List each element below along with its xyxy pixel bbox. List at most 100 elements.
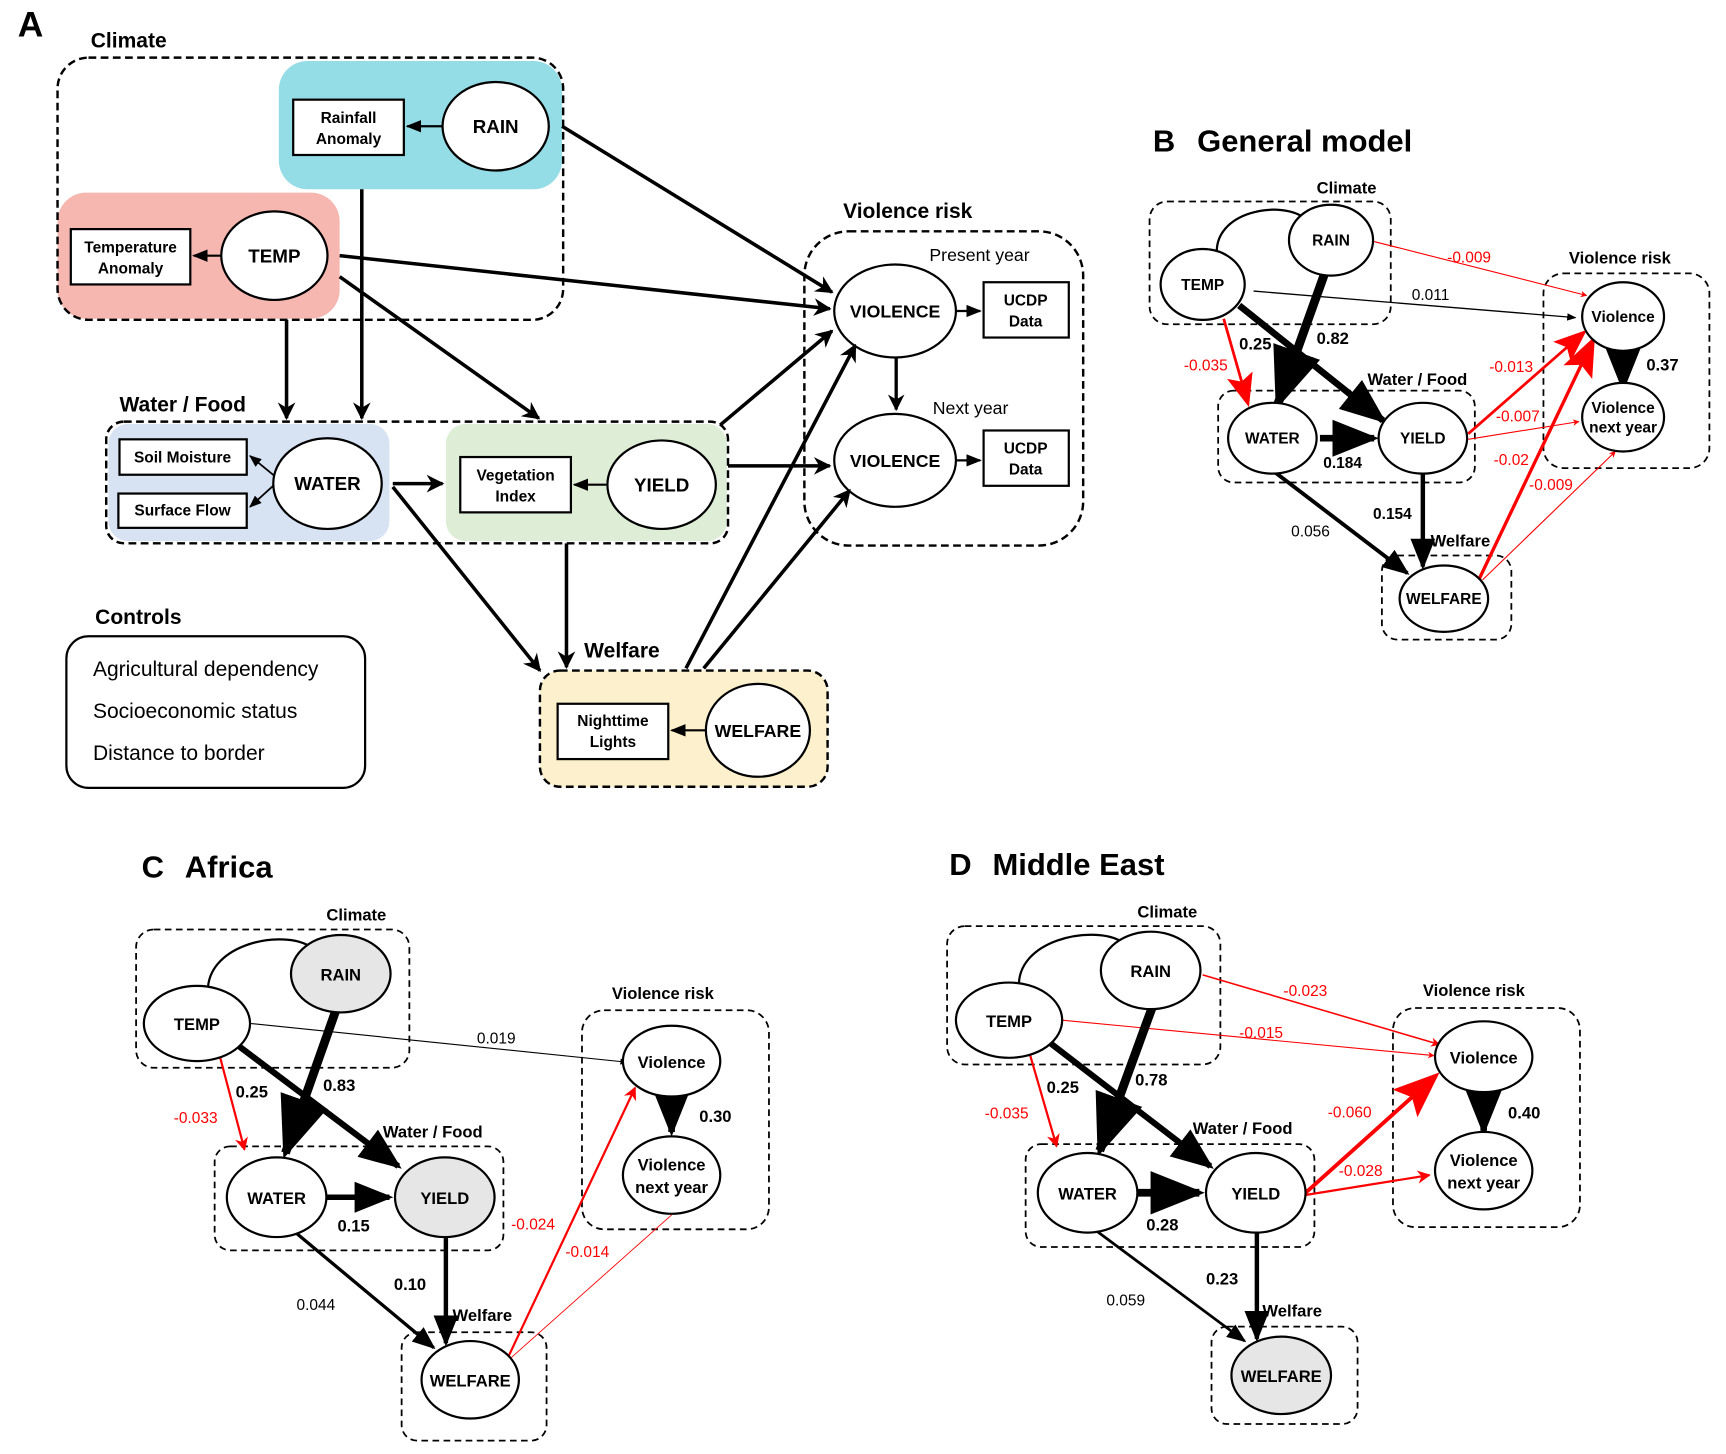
- d-coef-yield-violence: -0.060: [1328, 1105, 1372, 1122]
- c-coef-temp-yield: 0.25: [236, 1083, 268, 1102]
- c-welfare-box: [400, 1331, 548, 1442]
- b-rain-label: RAIN: [1312, 233, 1350, 250]
- c-yield-label: YIELD: [420, 1189, 469, 1208]
- c-edge-water-welfare: [293, 1230, 436, 1350]
- water-node: [272, 437, 383, 531]
- vegetation-index-indicator: [459, 455, 573, 514]
- b-edge-rain-violence: [1372, 240, 1588, 298]
- b-temp-rain-covariance: [1215, 208, 1307, 257]
- b-coef-violence-next: 0.37: [1646, 356, 1678, 375]
- ucdp-next-label-1: UCDP: [1004, 441, 1048, 458]
- c-edges: [217, 1004, 691, 1358]
- welfare-group-label: Welfare: [584, 639, 660, 662]
- d-violence-next-label-2: next year: [1447, 1173, 1520, 1192]
- d-climate-label: Climate: [1137, 902, 1197, 921]
- c-edge-temp-violence: [251, 1022, 629, 1065]
- control-item: Distance to border: [93, 742, 265, 765]
- panel-a: A Climate Rainfall Anomaly RAIN Temperat…: [18, 5, 1085, 789]
- c-water-food-label: Water / Food: [383, 1122, 483, 1141]
- violence-risk-group-label: Violence risk: [843, 200, 973, 223]
- b-climate-label: Climate: [1317, 179, 1377, 198]
- c-violence-next-node: [621, 1135, 722, 1215]
- water-to-soil-arrow: [249, 455, 275, 477]
- d-violence-next-label-1: Violence: [1450, 1151, 1518, 1170]
- panel-c-title: Africa: [185, 849, 274, 884]
- panel-a-edges: [277, 124, 857, 672]
- c-violence-next-label-1: Violence: [638, 1156, 706, 1175]
- b-coef-yield-violence-next: -0.007: [1496, 409, 1540, 426]
- b-water-node: [1227, 401, 1318, 475]
- panel-b-letter: B: [1153, 124, 1175, 159]
- panel-c: C Africa Climate Violence risk Water / F…: [135, 849, 770, 1442]
- water-node-label: WATER: [294, 473, 361, 494]
- c-water-node: [225, 1156, 328, 1239]
- c-rain-label: RAIN: [321, 965, 362, 984]
- nighttime-lights-label-2: Lights: [590, 734, 636, 751]
- d-temp-label: TEMP: [986, 1012, 1032, 1031]
- surface-flow-indicator: [117, 492, 248, 529]
- panel-a-letter: A: [18, 5, 44, 45]
- c-violence-node: [621, 1024, 722, 1098]
- b-temp-label: TEMP: [1181, 277, 1224, 294]
- c-welfare-node: [420, 1339, 521, 1420]
- b-edge-yield-violence-next: [1468, 419, 1580, 440]
- ucdp-present-label-1: UCDP: [1004, 292, 1048, 309]
- d-edge-rain-violence: [1202, 974, 1441, 1047]
- violence-next-node-label: VIOLENCE: [850, 451, 941, 471]
- b-violence-node: [1581, 281, 1666, 352]
- welfare-node-label: WELFARE: [715, 721, 802, 741]
- c-coef-violence-next: 0.30: [699, 1107, 731, 1126]
- present-year-label: Present year: [929, 245, 1029, 265]
- d-edge-rain-water: [1095, 1000, 1159, 1157]
- d-welfare-label-text: WELFARE: [1241, 1367, 1322, 1386]
- vegetation-index-label-1: Vegetation: [476, 467, 554, 484]
- b-edge-temp-violence: [1253, 290, 1577, 321]
- c-climate-label: Climate: [326, 906, 386, 925]
- d-edge-temp-water: [1027, 1050, 1060, 1148]
- c-coef-temp-water: -0.033: [174, 1110, 218, 1127]
- soil-moisture-indicator: [118, 438, 248, 476]
- nighttime-lights-label-1: Nighttime: [577, 713, 649, 730]
- d-rain-node: [1099, 930, 1202, 1011]
- b-coef-yield-welfare: 0.154: [1373, 506, 1412, 523]
- d-temp-node: [954, 981, 1064, 1059]
- c-rain-node: [289, 933, 392, 1014]
- c-temp-node: [142, 984, 252, 1063]
- c-coef-temp-violence: 0.019: [477, 1030, 516, 1047]
- panel-b: B General model Climate Violence risk Wa…: [1148, 124, 1711, 641]
- edge-temp-yieldgroup: [338, 275, 541, 420]
- b-coef-rain-water: 0.82: [1317, 329, 1349, 348]
- d-coef-water-welfare: 0.059: [1106, 1293, 1145, 1310]
- b-welfare-box: [1381, 554, 1513, 641]
- b-edge-water-welfare: [1271, 468, 1410, 575]
- d-coef-temp-water: -0.035: [985, 1106, 1029, 1123]
- b-coef-welfare-violence: -0.02: [1494, 452, 1529, 469]
- control-item: Socioeconomic status: [93, 700, 297, 723]
- c-coef-water-yield: 0.15: [337, 1217, 369, 1236]
- d-violence-node: [1433, 1020, 1534, 1094]
- b-coef-temp-water: -0.035: [1184, 358, 1228, 375]
- b-coef-rain-violence: -0.009: [1447, 249, 1491, 266]
- ucdp-data-next-indicator: [982, 429, 1070, 487]
- d-water-label: WATER: [1058, 1184, 1117, 1203]
- b-coef-yield-violence: -0.013: [1489, 359, 1533, 376]
- control-item: Agricultural dependency: [93, 658, 319, 681]
- d-climate-box: [946, 925, 1222, 1066]
- rainfall-anomaly-label-2: Anomaly: [316, 131, 382, 148]
- d-violence-next-node: [1433, 1130, 1534, 1211]
- c-coef-welfare-violence-next: -0.014: [565, 1244, 609, 1261]
- c-edge-welfare-violence-next: [510, 1214, 672, 1358]
- c-violence-label: Violence: [638, 1053, 706, 1072]
- d-coef-yield-violence-next: -0.028: [1339, 1163, 1383, 1180]
- c-coef-welfare-violence: -0.024: [511, 1216, 555, 1233]
- edge-rain-violence: [561, 124, 834, 294]
- b-coef-welfare-violence-next: -0.009: [1529, 477, 1573, 494]
- d-violence-box: [1392, 1007, 1581, 1228]
- surface-flow-label: Surface Flow: [134, 503, 231, 520]
- d-edge-temp-violence: [1062, 1019, 1435, 1059]
- panel-b-title: General model: [1197, 124, 1412, 159]
- water-food-group-box: [104, 420, 730, 545]
- edge-welfare-violence-next: [702, 488, 852, 670]
- d-coef-temp-yield: 0.25: [1047, 1078, 1079, 1097]
